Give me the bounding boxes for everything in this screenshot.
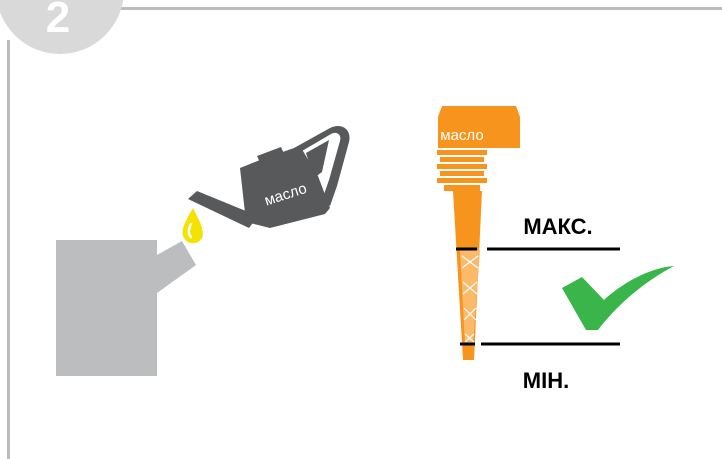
- dipstick-icon: масло: [437, 106, 520, 360]
- dipstick-cap-label: масло: [440, 127, 483, 144]
- oil-can-icon: масло: [188, 126, 350, 228]
- dipstick-neck: [437, 150, 487, 191]
- check-mark-icon: [562, 266, 674, 330]
- step-badge: 2: [0, 0, 124, 54]
- engine-block-icon: [56, 240, 196, 376]
- min-level-label: МІН.: [523, 368, 569, 393]
- max-level-label: МАКС.: [523, 214, 592, 239]
- step-number: 2: [46, 0, 70, 42]
- oil-drop-icon: [183, 208, 203, 243]
